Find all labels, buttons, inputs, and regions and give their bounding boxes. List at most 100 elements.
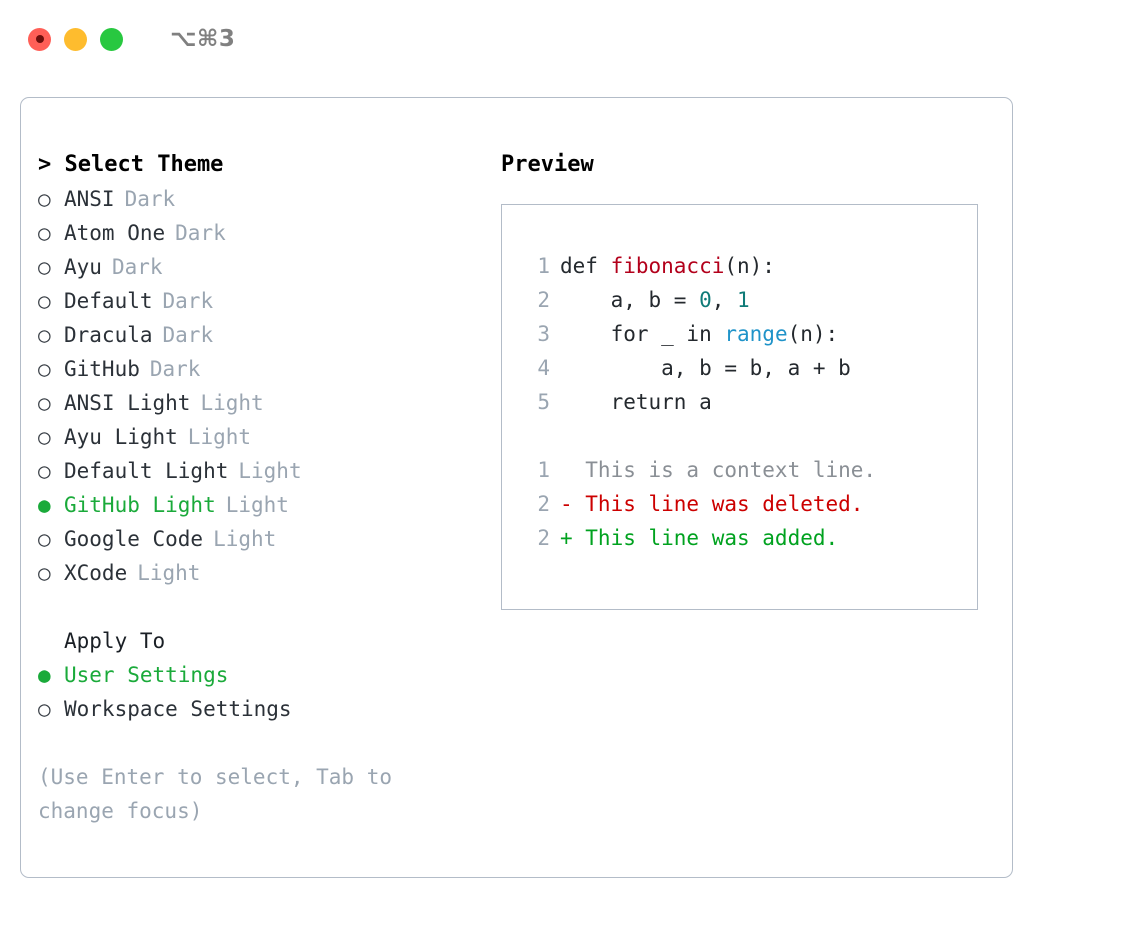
- theme-option-label: Ayu Light: [64, 425, 178, 449]
- code-token: + This line was added.: [560, 526, 839, 550]
- radio-unselected-icon: ○: [38, 323, 51, 347]
- line-content: for _ in range(n):: [560, 317, 839, 351]
- theme-option-ansi[interactable]: ○ ANSI Dark: [38, 182, 488, 216]
- line-number: 1: [537, 458, 550, 482]
- code-token: range: [724, 322, 788, 346]
- line-number: 2: [537, 288, 550, 312]
- theme-option-label: GitHub Light: [64, 493, 216, 517]
- apply-to-option-label: User Settings: [64, 663, 229, 687]
- code-token: 0: [699, 288, 712, 312]
- theme-option-category: Light: [137, 561, 201, 585]
- line-content: return a: [560, 385, 712, 419]
- theme-option-category: Dark: [175, 221, 226, 245]
- code-line: 5 return a: [522, 385, 977, 419]
- theme-option-dracula[interactable]: ○ Dracula Dark: [38, 318, 488, 352]
- minimize-button[interactable]: [64, 27, 87, 51]
- keyboard-hint: (Use Enter to select, Tab to change focu…: [38, 765, 405, 823]
- code-token: (n):: [724, 254, 775, 278]
- radio-unselected-icon: ○: [38, 561, 51, 585]
- theme-option-category: Light: [187, 425, 252, 449]
- line-number: 1: [537, 254, 550, 278]
- line-content: a, b = 0, 1: [560, 283, 750, 317]
- code-token: (n):: [787, 322, 839, 346]
- radio-unselected-icon: ○: [38, 697, 51, 721]
- list-spacer: [38, 590, 488, 624]
- code-token: This is a context line.: [560, 458, 877, 482]
- theme-option-label: XCode: [64, 561, 128, 585]
- theme-option-atom-one[interactable]: ○ Atom One Dark: [38, 216, 488, 250]
- radio-unselected-icon: ○: [38, 425, 51, 449]
- theme-option-label: Google Code: [64, 527, 204, 551]
- theme-option-category: Dark: [162, 289, 214, 313]
- theme-option-label: ANSI: [64, 187, 115, 211]
- diff-line: 1 This is a context line.: [522, 453, 977, 487]
- traffic-lights: [28, 27, 123, 51]
- theme-option-category: Light: [225, 493, 289, 517]
- theme-option-category: Dark: [162, 323, 214, 347]
- title-bar: ⌥⌘3: [0, 0, 1140, 78]
- maximize-button[interactable]: [100, 27, 123, 51]
- apply-to-option-workspace-settings[interactable]: ○ Workspace Settings: [38, 692, 488, 726]
- code-token: 1: [737, 288, 750, 312]
- line-content: + This line was added.: [560, 521, 838, 555]
- theme-option-category: Light: [238, 459, 302, 483]
- apply-to-option-user-settings[interactable]: ● User Settings: [38, 658, 488, 692]
- code-diff-gap: [522, 419, 977, 453]
- theme-option-category: Dark: [149, 357, 201, 381]
- close-button[interactable]: [28, 27, 51, 51]
- radio-unselected-icon: ○: [38, 289, 51, 313]
- theme-option-ansi-light[interactable]: ○ ANSI Light Light: [38, 386, 488, 420]
- theme-option-xcode[interactable]: ○ XCode Light: [38, 556, 488, 590]
- theme-option-github[interactable]: ○ GitHub Dark: [38, 352, 488, 386]
- line-number: 4: [537, 356, 550, 380]
- radio-unselected-icon: ○: [38, 187, 51, 211]
- code-token: return a: [560, 390, 712, 414]
- theme-option-label: Default: [64, 289, 153, 313]
- theme-option-category: Dark: [111, 255, 163, 279]
- diff-line: 2 + This line was added.: [522, 521, 977, 555]
- preview-title: Preview: [501, 152, 594, 177]
- theme-option-label: GitHub: [64, 357, 140, 381]
- theme-option-category: Dark: [124, 187, 176, 211]
- code-token: - This line was deleted.: [560, 492, 864, 516]
- radio-unselected-icon: ○: [38, 391, 51, 415]
- theme-option-label: Atom One: [64, 221, 166, 245]
- theme-option-github-light[interactable]: ● GitHub Light Light: [38, 488, 488, 522]
- code-line: 1 def fibonacci(n):: [522, 249, 977, 283]
- line-content: def fibonacci(n):: [560, 249, 775, 283]
- theme-option-label: ANSI Light: [64, 391, 191, 415]
- line-content: This is a context line.: [560, 453, 876, 487]
- theme-option-label: Default Light: [64, 459, 229, 483]
- line-number: 3: [537, 322, 550, 346]
- line-number: 2: [537, 526, 550, 550]
- apply-to-list: ● User Settings ○ Workspace Settings: [38, 658, 488, 726]
- code-token: ,: [711, 288, 738, 312]
- code-line: 4 a, b = b, a + b: [522, 351, 977, 385]
- apply-to-option-label: Workspace Settings: [64, 697, 292, 721]
- diff-sample: 1 This is a context line. 2 - This line wa…: [522, 453, 977, 555]
- theme-option-label: Dracula: [64, 323, 153, 347]
- radio-selected-icon: ●: [38, 663, 51, 687]
- radio-unselected-icon: ○: [38, 221, 51, 245]
- code-line: 2 a, b = 0, 1: [522, 283, 977, 317]
- radio-selected-icon: ●: [38, 493, 51, 517]
- code-token: a, b =: [560, 288, 700, 312]
- radio-unselected-icon: ○: [38, 459, 51, 483]
- radio-unselected-icon: ○: [38, 357, 51, 381]
- theme-option-ayu-light[interactable]: ○ Ayu Light Light: [38, 420, 488, 454]
- theme-option-label: Ayu: [64, 255, 102, 279]
- code-token: a, b = b, a + b: [560, 356, 851, 380]
- theme-option-default[interactable]: ○ Default Dark: [38, 284, 488, 318]
- theme-option-default-light[interactable]: ○ Default Light Light: [38, 454, 488, 488]
- radio-unselected-icon: ○: [38, 527, 51, 551]
- select-theme-header: > Select Theme: [38, 152, 224, 177]
- theme-option-category: Light: [200, 391, 264, 415]
